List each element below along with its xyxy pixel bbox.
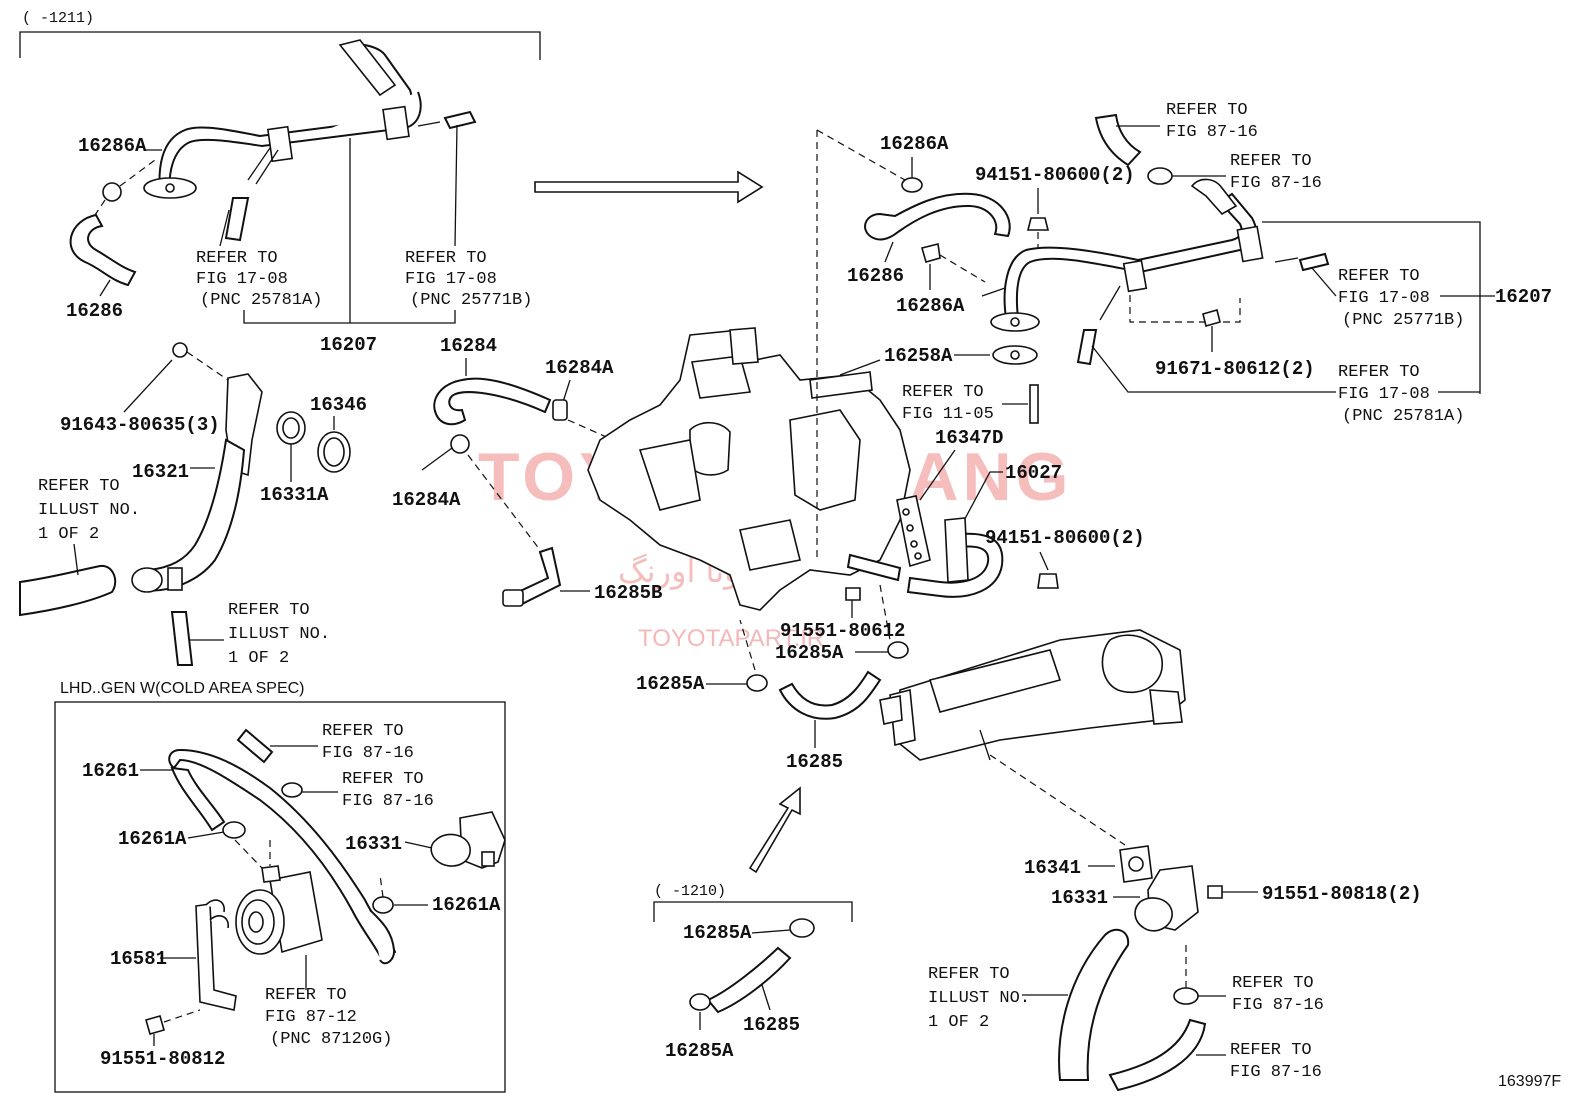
bottom-right-group: 16341 16331 91551-80818(2) REFER TO ILLU… (928, 845, 1422, 1092)
ref-r1: REFER TO FIG 17-08 (PNC 25781A) (196, 249, 322, 310)
hose-16286-top-left (69, 213, 137, 287)
label-91551-80612: 91551-80612 (780, 620, 905, 642)
bottom-middle-group: ( -1210) 16285A 16285A 16285 (653, 883, 853, 1062)
label-16207-right: 16207 (1495, 286, 1552, 308)
ref-r3: REFER TO ILLUST NO. 1 OF 2 (38, 477, 150, 544)
pipe-16207-top-left (143, 39, 477, 242)
label-16284A-top: 16284A (545, 357, 614, 379)
label-94151-top: 94151-80600(2) (975, 164, 1135, 186)
label-16261A-left: 16261A (118, 828, 187, 850)
range-lhd-box: LHD..GEN W(COLD AREA SPEC) (60, 680, 305, 697)
ref-r15: REFER TO FIG 87-16 (1230, 1041, 1322, 1082)
top-left-group: ( -1211) 16286A 16286 (19, 10, 541, 356)
label-16284: 16284 (440, 335, 497, 357)
label-16285-mid: 16285 (786, 751, 843, 773)
label-16321: 16321 (132, 461, 189, 483)
figure-code: 163997F (1498, 1073, 1561, 1090)
range-bottom-middle: ( -1210) (654, 883, 726, 900)
ref-r8: REFER TO FIG 17-08 (PNC 25781A) (1338, 363, 1464, 426)
label-16258A: 16258A (884, 345, 953, 367)
clamp-16286A-top-left (94, 159, 156, 216)
lhd-cold-area-box: LHD..GEN W(COLD AREA SPEC) REFER TO FIG … (54, 680, 506, 1093)
label-16331-right: 16331 (1051, 887, 1108, 909)
label-91671: 91671-80612(2) (1155, 358, 1315, 380)
label-91643: 91643-80635(3) (60, 414, 220, 436)
left-middle-group: 91643-80635(3) 16321 16331A 16346 REFER … (19, 342, 367, 668)
ref-r12: REFER TO FIG 87-12 (PNC 87120G) (265, 986, 392, 1049)
label-16261A-right: 16261A (432, 894, 501, 916)
label-16331A: 16331A (260, 484, 329, 506)
label-16286A-right-2: 16286A (896, 295, 965, 317)
label-16285A-bottom-2: 16285A (665, 1040, 734, 1062)
ref-r11: REFER TO FIG 87-16 (342, 770, 434, 811)
ref-r14: REFER TO FIG 87-16 (1232, 974, 1324, 1015)
range-top-left: ( -1211) (22, 10, 94, 27)
arrow-right (534, 170, 764, 204)
ref-r9: REFER TO FIG 11-05 (902, 383, 994, 424)
egr-cooler (879, 629, 1186, 846)
label-16346: 16346 (310, 394, 367, 416)
ref-r10: REFER TO FIG 87-16 (322, 722, 414, 763)
label-16261: 16261 (82, 760, 139, 782)
label-16341: 16341 (1024, 857, 1081, 879)
ref-r2: REFER TO FIG 17-08 (PNC 25771B) (405, 249, 532, 310)
engine-block (587, 327, 911, 611)
label-16286A-right-1: 16286A (880, 133, 949, 155)
label-94151-mid: 94151-80600(2) (985, 527, 1145, 549)
label-16581: 16581 (110, 948, 167, 970)
label-16331-lhd: 16331 (345, 833, 402, 855)
ref-r5: REFER TO FIG 87-16 (1166, 101, 1258, 142)
arrow-up (748, 786, 801, 874)
right-top-group: 16286A 16286 16286A 94151-80600(2) REFER… (780, 101, 1552, 642)
label-16285A-left: 16285A (636, 673, 705, 695)
range-bracket-top-left (19, 31, 541, 60)
label-16285-bottom: 16285 (743, 1014, 800, 1036)
ref-r6: REFER TO FIG 87-16 (1230, 152, 1322, 193)
label-16207-top-left: 16207 (320, 334, 377, 356)
watermark-site: TOYOTAPART.IR (638, 625, 824, 652)
label-16286-right: 16286 (847, 265, 904, 287)
label-16285B: 16285B (594, 582, 662, 604)
label-16285A-mid: 16285A (775, 642, 844, 664)
label-16286-top-left: 16286 (66, 300, 123, 322)
ref-r13: REFER TO ILLUST NO. 1 OF 2 (928, 965, 1040, 1032)
lhd-box-frame (54, 701, 506, 1093)
label-16027: 16027 (1005, 462, 1062, 484)
label-91551-80818: 91551-80818(2) (1262, 883, 1422, 905)
hose-16285-middle: 16285A 16285A 16285 (636, 619, 909, 773)
label-16286A-top-left: 16286A (78, 135, 147, 157)
ref-r4: REFER TO ILLUST NO. 1 OF 2 (228, 601, 340, 668)
ref-r7: REFER TO FIG 17-08 (PNC 25771B) (1338, 267, 1464, 330)
label-16284A-bottom: 16284A (392, 489, 461, 511)
hose-16284-group: 16284 16284A 16284A 16285B (392, 335, 761, 607)
label-16347D: 16347D (935, 427, 1003, 449)
label-16285A-bottom-1: 16285A (683, 922, 752, 944)
label-91551-80812: 91551-80812 (100, 1048, 225, 1070)
